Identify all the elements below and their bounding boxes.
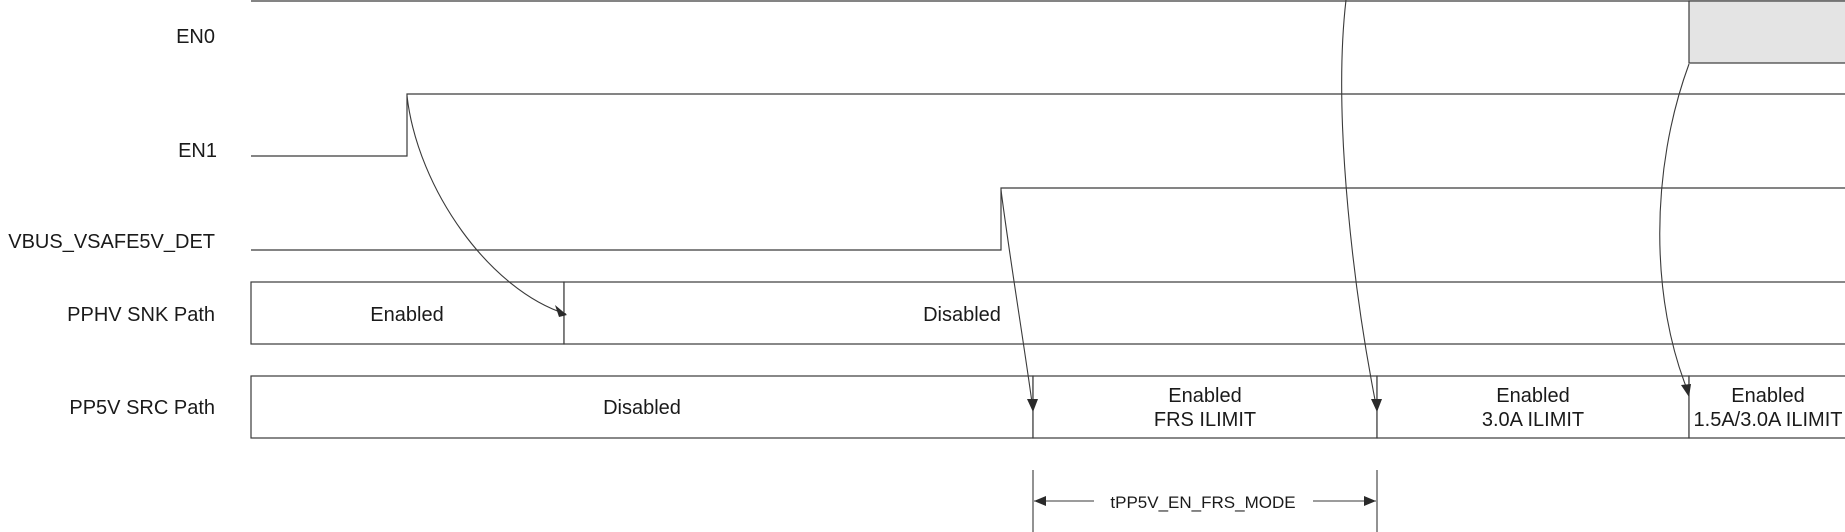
pp5v-3a-text-line1: Enabled — [1496, 385, 1569, 407]
pp5v-disabled-text: Disabled — [603, 397, 681, 419]
en0-label: EN0 — [176, 26, 215, 48]
en1-to-pphv-arrow — [406, 95, 567, 317]
pp5v-15a-text-line1: Enabled — [1731, 385, 1804, 407]
pp5v-src-path-bar: Disabled Enabled FRS ILIMIT Enabled 3.0A… — [250, 375, 1845, 439]
en1-label: EN1 — [178, 140, 217, 162]
vbus-vsafe5v-det-label: VBUS_VSAFE5V_DET — [8, 231, 215, 253]
timing-dimension: tPP5V_EN_FRS_MODE — [1032, 470, 1378, 532]
pp5v-15a-segment — [1688, 375, 1845, 439]
en0-shaded-region — [1688, 0, 1845, 64]
en0-to-3a-arrow — [1341, 0, 1382, 412]
dimension-right-arrow — [1364, 496, 1376, 506]
en0-to-15a-arrow — [1659, 63, 1691, 397]
pphv-enabled-segment — [250, 281, 565, 345]
pp5v-frs-text-line2: FRS ILIMIT — [1154, 409, 1256, 431]
en1-waveform — [251, 93, 1845, 157]
pphv-disabled-text: Disabled — [923, 304, 1001, 326]
pphv-disabled-segment — [563, 281, 1845, 345]
pp5v-disabled-segment — [250, 375, 1034, 439]
timing-label: tPP5V_EN_FRS_MODE — [1110, 493, 1295, 512]
pp5v-frs-text-line1: Enabled — [1168, 385, 1241, 407]
pp5v-src-path-label: PP5V SRC Path — [69, 397, 215, 419]
pp5v-15a-text-line2: 1.5A/3.0A ILIMIT — [1694, 409, 1843, 431]
pp5v-3a-text-line2: 3.0A ILIMIT — [1482, 409, 1584, 431]
vbus-vsafe5v-det-waveform — [251, 187, 1845, 251]
pphv-snk-path-bar: Enabled Disabled — [250, 281, 1845, 345]
en0-waveform — [251, 0, 1845, 64]
pp5v-frs-segment — [1032, 375, 1378, 439]
pphv-snk-path-label: PPHV SNK Path — [67, 304, 215, 326]
dimension-left-arrow — [1034, 496, 1046, 506]
vbus-to-pp5v-arrow — [1000, 189, 1038, 412]
pphv-enabled-text: Enabled — [370, 304, 443, 326]
